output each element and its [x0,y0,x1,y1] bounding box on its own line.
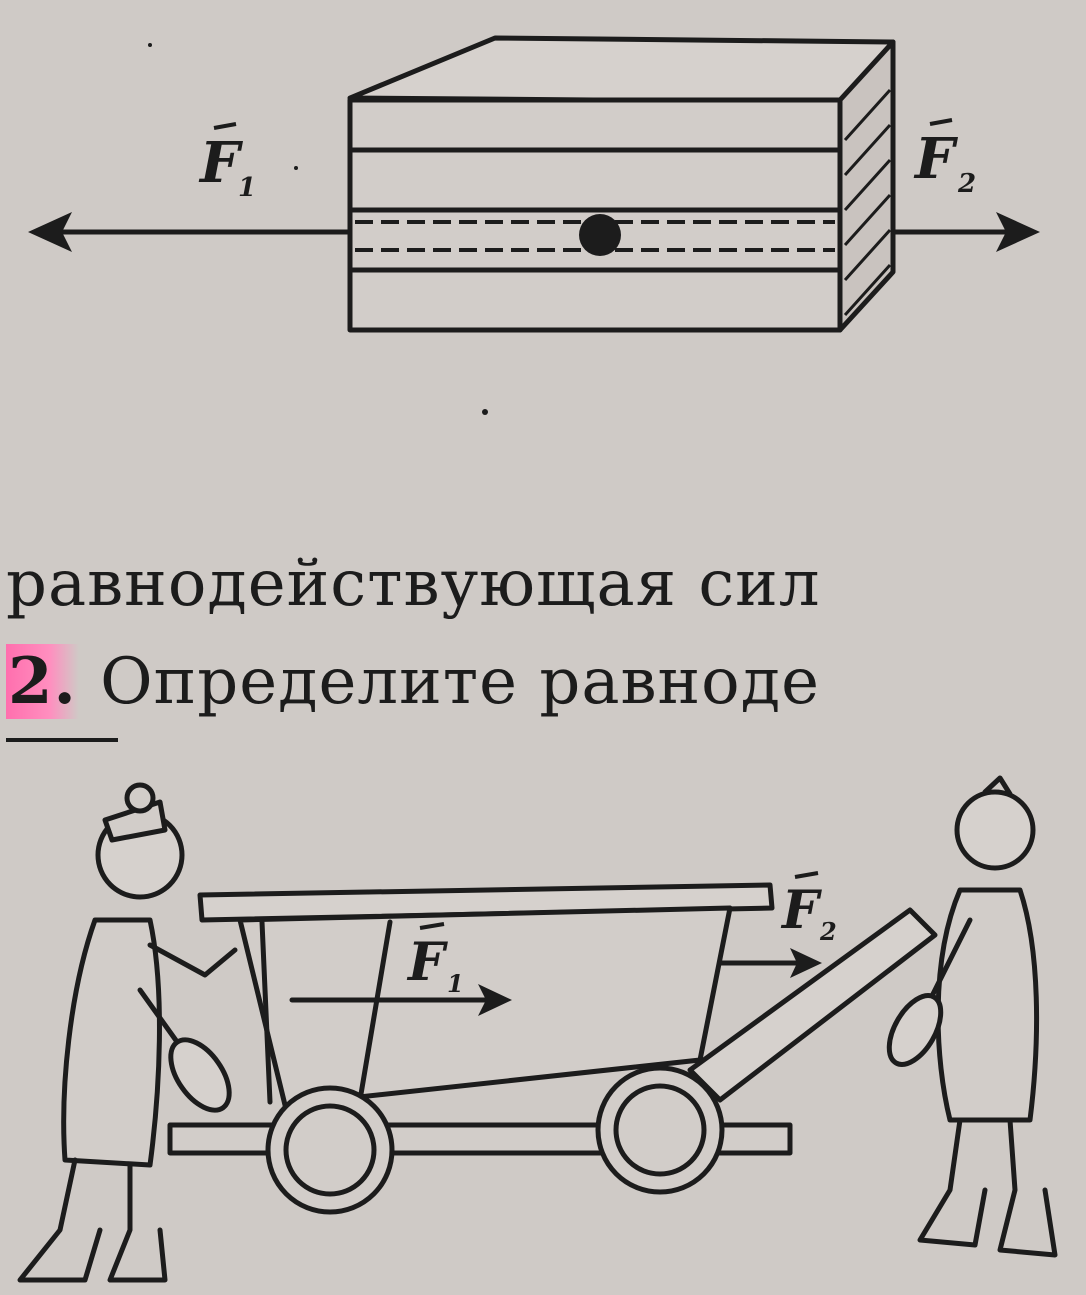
label-f2-sub: 2 [957,169,976,199]
cart-top-board [197,882,775,923]
task-number: 2. [6,644,79,719]
block-top-face [347,35,896,105]
arrowhead-f2-cart-icon [790,948,822,978]
arrowhead-f1-cart-icon [478,984,512,1016]
cart-forces-figure: F 1 F 2 [17,775,1058,1283]
label-f1-cart: F [406,932,448,993]
block-forces-figure: F 1 F 2 [28,35,1040,415]
vector-bar-f2 [929,118,953,126]
label-f1: F [198,130,244,196]
label-f2-cart: F [780,880,822,941]
vector-bar-f1 [213,122,237,130]
arrowhead-right-icon [996,212,1040,252]
person-left [17,782,238,1283]
task-text: Определите равноде [78,645,820,719]
label-f2: F [913,126,959,192]
task-number-underline [6,738,118,742]
arrowhead-left-icon [28,212,72,252]
text-line-2: 2. Определите равноде [6,644,820,719]
vector-bar-f1-cart [419,922,445,930]
label-f1-sub: 1 [238,173,256,203]
label-f2-cart-sub: 2 [819,917,837,946]
text-line-1: равнодействующая сил [6,547,821,621]
center-of-mass-dot [579,214,621,256]
person-right [886,775,1058,1258]
label-f1-cart-sub: 1 [447,969,464,998]
vector-bar-f2-cart [794,871,819,879]
cart-handle [687,907,938,1103]
